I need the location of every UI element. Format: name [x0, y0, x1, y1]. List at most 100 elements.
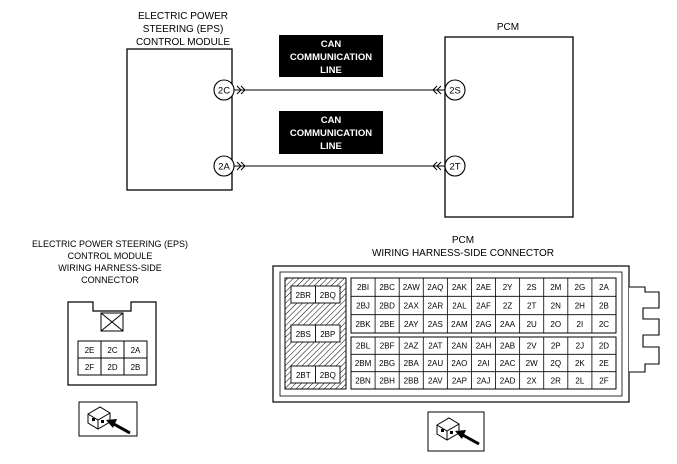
pcm-pin-cell: 2BL: [356, 342, 371, 351]
pcm-pin-cell: 2BB: [404, 376, 419, 385]
pcm-pin-cell: 2BN: [355, 376, 371, 385]
eps-pin-2c: 2C: [218, 86, 230, 97]
can-line-lower: CAN COMMUNICATION LINE: [234, 111, 445, 171]
pcm-pin-cell: 2BE: [380, 320, 395, 329]
pcm-pin-cell: 2AG: [475, 320, 491, 329]
eps-pin-cell: 2F: [85, 363, 94, 372]
pcm-pin-cell: 2T: [527, 302, 536, 311]
pcm-left-cell: 2BR: [296, 291, 312, 300]
pcm-module: PCM 2S 2T: [444, 22, 574, 218]
pcm-pin-cell: 2AY: [404, 320, 419, 329]
eps-module-title-3: CONTROL MODULE: [136, 37, 230, 48]
pcm-pin-cell: 2AO: [451, 359, 467, 368]
eps-module-box: [126, 48, 233, 191]
arrow-icon: [460, 432, 480, 446]
pcm-pin-cell: 2AM: [451, 320, 468, 329]
pcm-pin-cell: 2Q: [550, 359, 561, 368]
pcm-pin-cell: 2J: [576, 342, 584, 351]
pcm-pin-cell: 2C: [599, 320, 609, 329]
pcm-pin-cell: 2A: [599, 283, 609, 292]
eps-module-title-1: ELECTRIC POWER: [138, 11, 228, 22]
eps-module: ELECTRIC POWER STEERING (EPS) CONTROL MO…: [126, 11, 235, 191]
pcm-pin-cell: 2AQ: [427, 283, 443, 292]
pcm-pin-cell: 2AB: [500, 342, 515, 351]
pcm-left-cell: 2BS: [296, 330, 311, 339]
pcm-pin-cell: 2AH: [476, 342, 492, 351]
pcm-connector-inner-frame: [279, 271, 623, 397]
pcm-pin-cell: 2AT: [428, 342, 442, 351]
pcm-pin-cell: 2B: [599, 302, 609, 311]
can-label-box-upper: [279, 35, 383, 77]
pcm-pin-cell: 2AN: [452, 342, 468, 351]
pcm-pin-cell: 2AL: [452, 302, 467, 311]
pcm-pin-cell: 2AI: [477, 359, 489, 368]
pcm-pin-2t: 2T: [449, 162, 460, 173]
connector-view-icon: [78, 401, 138, 437]
connector-view-icon-pin: [450, 431, 453, 434]
pcm-pin-block-upper: [350, 277, 617, 334]
eps-pin-cell: 2C: [107, 346, 117, 355]
pcm-pin-block-lower: [350, 336, 617, 390]
can-label-lower-2: COMMUNICATION: [290, 128, 372, 139]
pcm-pin-cell: 2R: [551, 376, 561, 385]
pcm-pin-cell: 2Z: [503, 302, 512, 311]
pcm-pin-cell: 2AS: [428, 320, 443, 329]
pcm-connector: PCM WIRING HARNESS-SIDE CONNECTOR 2BR 2B…: [272, 235, 660, 452]
eps-pin-2a: 2A: [218, 162, 230, 173]
pcm-pin-cell: 2AD: [500, 376, 516, 385]
connector-view-icon-pin: [441, 429, 444, 432]
pcm-pin-cell: 2X: [527, 376, 537, 385]
pcm-pin-cell: 2BK: [355, 320, 371, 329]
connector-mark-icon: [236, 161, 246, 171]
pcm-connector-latch: [629, 286, 660, 373]
pcm-pin-cell: 2AC: [500, 359, 516, 368]
pcm-pin-cell: 2AZ: [404, 342, 419, 351]
pcm-pin-cell: 2I: [577, 320, 584, 329]
pcm-pin-cell: 2AA: [500, 320, 516, 329]
pcm-pin-cell: 2AF: [476, 302, 491, 311]
pcm-pin-cell: 2G: [575, 283, 586, 292]
connector-mark-icon: [432, 85, 442, 95]
connector-mark-icon: [432, 161, 442, 171]
can-label-upper-3: LINE: [320, 65, 342, 76]
pcm-pin-cell: 2W: [526, 359, 538, 368]
pcm-left-cell: 2BP: [320, 330, 335, 339]
arrow-icon-head: [455, 430, 466, 439]
can-label-lower-1: CAN: [321, 115, 342, 126]
pcm-pin-cell: 2AE: [476, 283, 491, 292]
pcm-pin-cell: 2M: [550, 283, 561, 292]
connector-view-icon: [427, 411, 485, 452]
can-label-box-lower: [279, 111, 383, 154]
pcm-pin-cell: 2AX: [404, 302, 420, 311]
pcm-pin-cell: 2AV: [428, 376, 443, 385]
pcm-pin-cell: 2D: [599, 342, 609, 351]
pcm-pin-cell: 2AK: [452, 283, 468, 292]
pcm-pin-cell: 2F: [599, 376, 608, 385]
pcm-pin-cell: 2E: [599, 359, 609, 368]
connector-view-icon-plug-edge: [87, 412, 111, 429]
pcm-pin-cell: 2BH: [379, 376, 395, 385]
can-label-lower-3: LINE: [320, 141, 342, 152]
can-line-upper: CAN COMMUNICATION LINE: [234, 35, 445, 95]
pcm-pin-cell: 2L: [575, 376, 584, 385]
pcm-pin-cell: 2BI: [357, 283, 369, 292]
pcm-left-cell: 2BQ: [320, 291, 336, 300]
connector-view-icon-pin: [92, 418, 95, 421]
pcm-pin-cell: 2H: [575, 302, 585, 311]
pcm-pin-cell: 2N: [551, 302, 561, 311]
lock-tab-cross-line: [100, 312, 124, 332]
pcm-pin-cell: 2BJ: [356, 302, 370, 311]
pcm-left-cell: 2BT: [296, 371, 311, 380]
pcm-pin-cell: 2P: [551, 342, 561, 351]
pcm-pin-cell: 2Y: [503, 283, 513, 292]
connector-view-icon-plug-edge: [436, 423, 460, 440]
pcm-pin-cell: 2V: [527, 342, 537, 351]
pcm-title: PCM: [497, 22, 519, 33]
can-label-upper-2: COMMUNICATION: [290, 52, 372, 63]
eps-pin-cell: 2A: [131, 346, 141, 355]
connector-mark-icon: [236, 85, 246, 95]
eps-pin-cell: 2D: [107, 363, 117, 372]
